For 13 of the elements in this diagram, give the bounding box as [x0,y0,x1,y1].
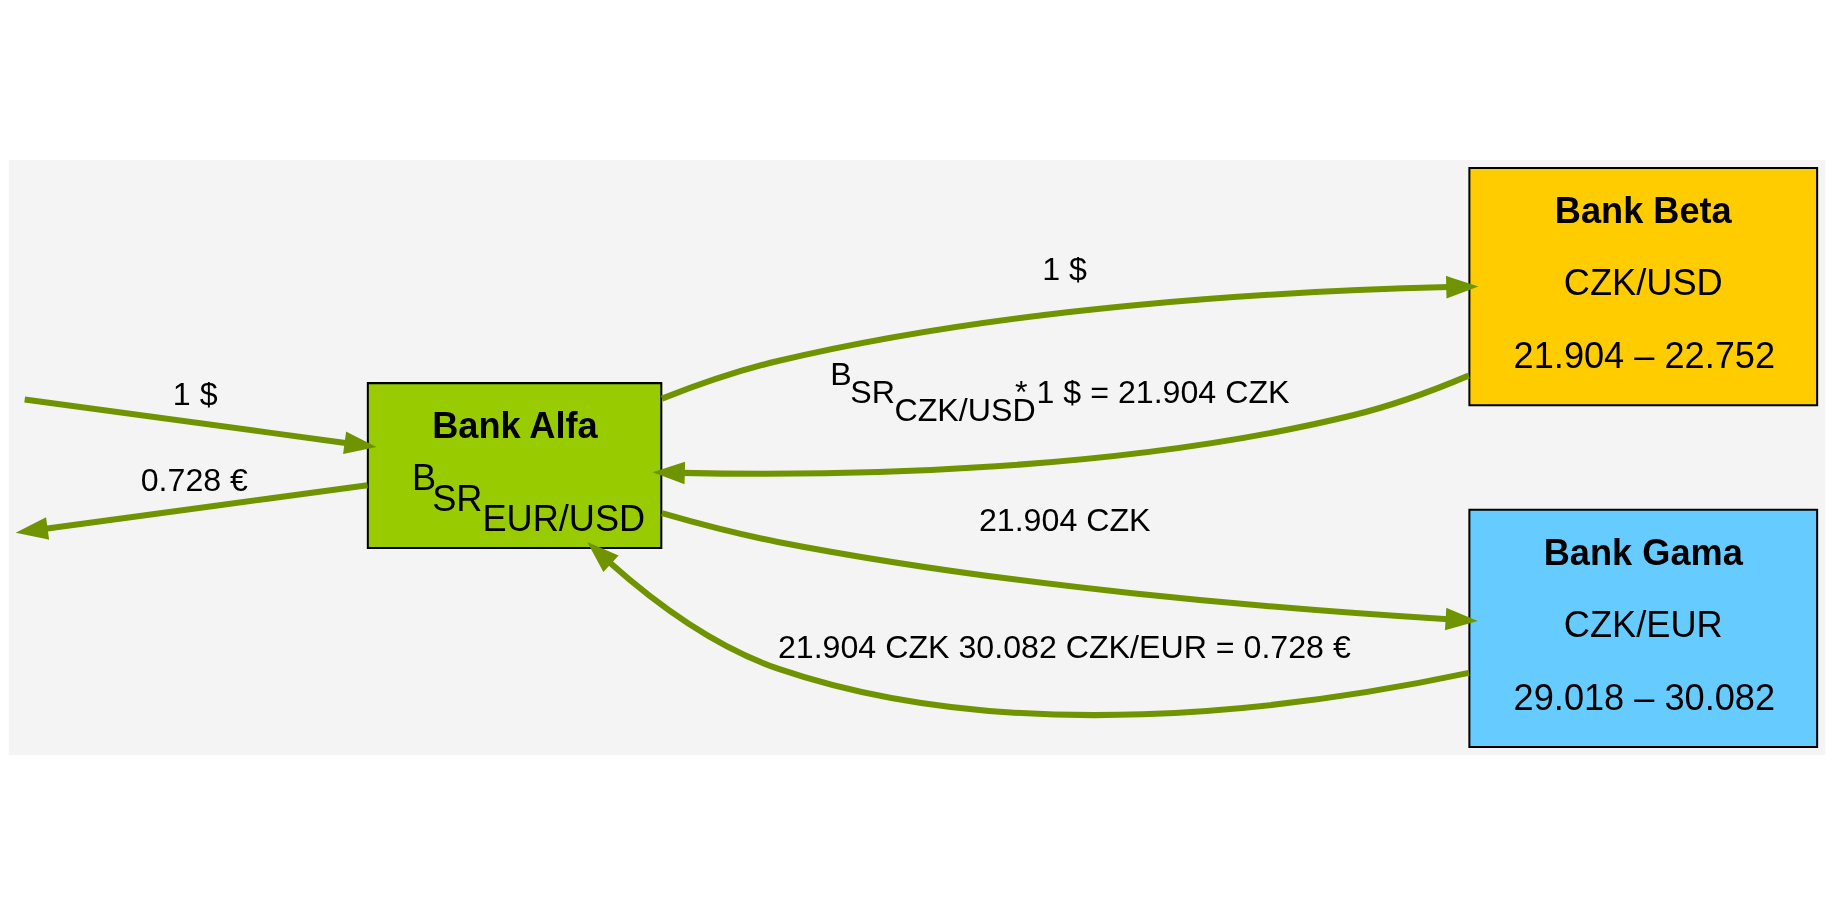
arrow [660,275,1479,401]
arrow [661,509,1478,630]
edge-label: 1 $ [1042,250,1087,287]
arrow [24,396,377,454]
node-box: Bank Beta CZK/USD 21.904 – 22.752 [1468,166,1819,406]
node-box: Bank Gama CZK/EUR 29.018 – 30.082 [1468,508,1819,748]
edge-label: 1 $ [172,375,218,412]
edge-label: 21.904 CZK 30.082 CZK/EUR = 0.728 € [777,628,1351,665]
arrow [587,541,1470,718]
edge-label: 0.728 € [140,461,248,498]
arrow [15,481,368,540]
edge-label: 21.904 CZK [978,501,1151,538]
arrow [652,372,1470,484]
